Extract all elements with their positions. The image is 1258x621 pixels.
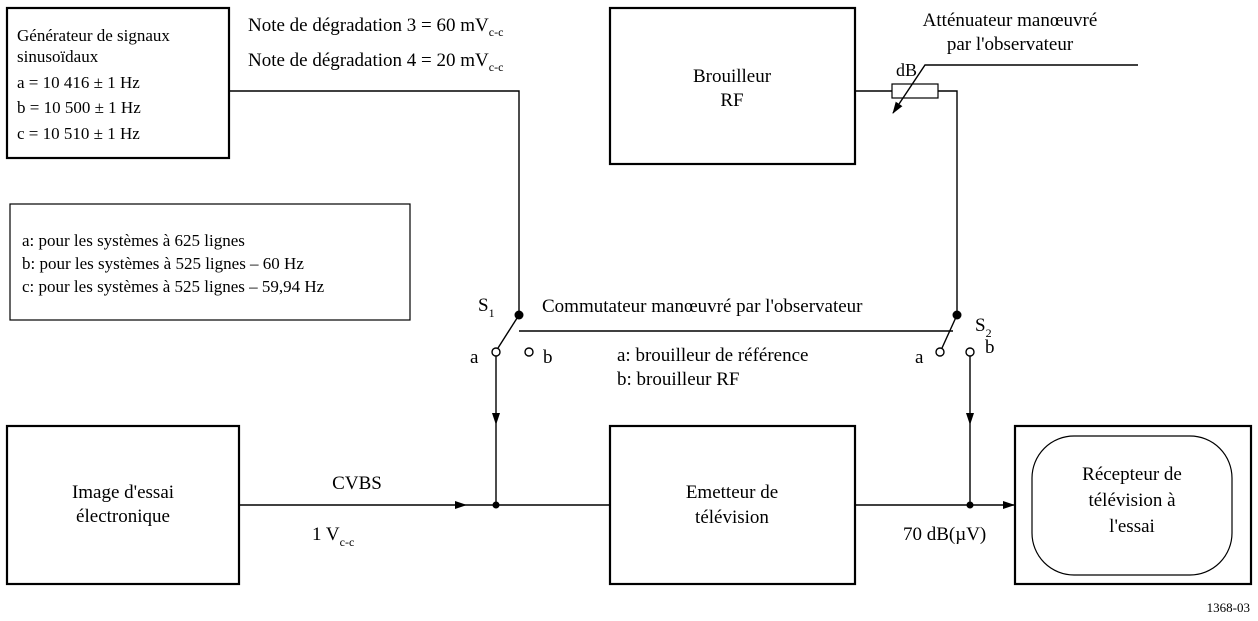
switch-s1-pos-b: b (543, 347, 553, 368)
receiver-label-3: l'essai (1109, 516, 1155, 537)
legend-line-b: b: pour les systèmes à 525 lignes – 60 H… (22, 254, 304, 273)
switch-label: Commutateur manœuvré par l'observateur (542, 296, 863, 317)
receiver-label-2: télévision à (1088, 490, 1176, 511)
rf-jammer-box (608, 6, 857, 166)
transmitter-label-1: Emetteur de (686, 482, 778, 503)
grade3-note: Note de dégradation 3 = 60 mVc-c (248, 15, 503, 39)
switch-s1-contact-b (524, 347, 534, 357)
legend-line-c: c: pour les systèmes à 525 lignes – 59,9… (22, 277, 325, 296)
generator-freq-c: c = 10 510 ± 1 Hz (17, 124, 140, 143)
rf-jammer-label-2: RF (720, 90, 743, 111)
switch-s1-pos-a: a (470, 347, 479, 368)
junction-output (966, 501, 974, 509)
legend-box (9, 203, 411, 321)
generator-freq-a: a = 10 416 ± 1 Hz (17, 73, 140, 92)
test-image-label-2: électronique (76, 506, 170, 527)
switch-s2-pos-b: b (985, 337, 995, 358)
junction-input (492, 501, 500, 509)
attenuator-pointer (892, 64, 1138, 114)
receiver-level: 70 dB(µV) (903, 524, 986, 545)
generator-label-2: sinusoïdaux (17, 47, 99, 66)
generator-wire (229, 90, 520, 313)
switch-s1-contact-a (491, 347, 501, 357)
generator-freq-b: b = 10 500 ± 1 Hz (17, 98, 141, 117)
switch-s1-label: S1 (478, 295, 495, 320)
signal-level: 1 Vc-c (312, 524, 354, 549)
transmitter-box (608, 424, 857, 586)
switch-s1-blade (497, 314, 520, 349)
attenuator-label-1: Atténuateur manœuvré (923, 10, 1098, 31)
generator-label-1: Générateur de signaux (17, 26, 170, 45)
switch-s2-contact-a (935, 347, 945, 357)
receiver-screen (1031, 435, 1233, 576)
switch-s2-contact-b (965, 347, 975, 357)
jammer-wire (855, 90, 958, 313)
generator-box (5, 6, 231, 160)
switch-desc-b: b: brouilleur RF (617, 369, 739, 390)
signal-name: CVBS (332, 473, 382, 494)
transmitter-label-2: télévision (695, 507, 769, 528)
switch-desc-a: a: brouilleur de référence (617, 345, 808, 366)
test-image-box (5, 424, 241, 586)
switch-s2-pos-a: a (915, 347, 924, 368)
attenuator-unit: dB (896, 60, 917, 80)
rf-jammer-label-1: Brouilleur (693, 66, 772, 87)
legend-line-a: a: pour les systèmes à 625 lignes (22, 231, 245, 250)
figure-id: 1368-03 (1207, 600, 1250, 615)
attenuator-label-2: par l'observateur (947, 34, 1074, 55)
switch-s2-blade (941, 314, 958, 349)
receiver-label-1: Récepteur de (1082, 464, 1182, 485)
test-image-label-1: Image d'essai (72, 482, 174, 503)
attenuator-symbol (891, 83, 939, 99)
grade4-note: Note de dégradation 4 = 20 mVc-c (248, 50, 503, 74)
switch-s2-label: S2 (975, 315, 992, 340)
